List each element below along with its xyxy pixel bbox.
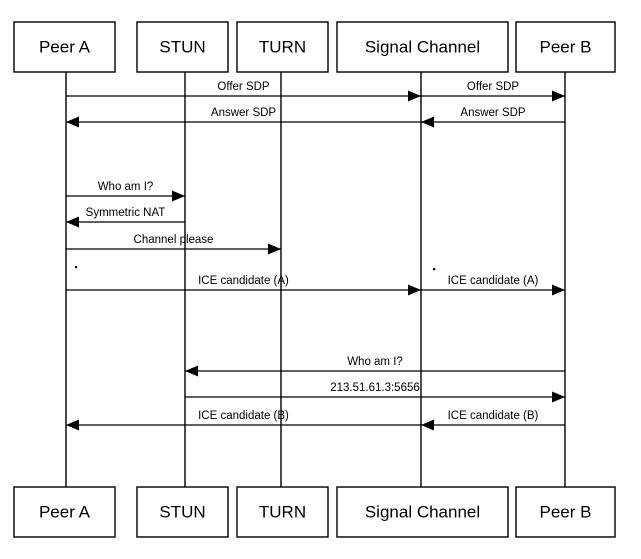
participant-box-turn[interactable]: [236, 21, 329, 73]
message-arrowhead-m6: [66, 216, 79, 228]
participant-box-peer-b[interactable]: [515, 486, 616, 538]
participant-label-peer-b: Peer B: [540, 502, 592, 521]
message-arrowhead-m13: [421, 419, 434, 431]
participant-header-peer-a[interactable]: Peer A: [13, 21, 116, 73]
participant-label-turn: TURN: [259, 502, 306, 521]
message-m3: Answer SDP: [66, 107, 421, 128]
message-m10: Who am I?: [185, 356, 565, 377]
message-arrowhead-m5: [172, 190, 185, 202]
message-m6: Symmetric NAT: [66, 207, 185, 228]
participant-label-turn: TURN: [259, 37, 306, 56]
message-arrowhead-m9: [552, 284, 565, 296]
message-arrowhead-m2: [552, 90, 565, 102]
message-m7: Channel please: [66, 234, 281, 255]
message-m11: 213.51.61.3:5656: [185, 382, 565, 403]
message-arrowhead-m1: [408, 90, 421, 102]
message-m1: Offer SDP: [66, 81, 421, 102]
message-label-m12: ICE candidate (B): [198, 410, 289, 422]
participant-footer-signal-channel[interactable]: Signal Channel: [336, 486, 509, 538]
participant-label-stun: STUN: [159, 502, 205, 521]
message-label-m11: 213.51.61.3:5656: [330, 382, 420, 394]
message-label-m7: Channel please: [134, 234, 214, 246]
message-label-m1: Offer SDP: [217, 81, 270, 93]
message-label-m13: ICE candidate (B): [448, 410, 539, 422]
participant-footer-peer-b[interactable]: Peer B: [515, 486, 616, 538]
message-label-m9: ICE candidate (A): [448, 275, 539, 287]
message-arrowhead-m7: [268, 243, 281, 255]
participant-header-turn[interactable]: TURN: [236, 21, 329, 73]
message-label-m5: Who am I?: [98, 181, 154, 193]
message-m4: Answer SDP: [421, 107, 565, 128]
message-arrowhead-m3: [66, 116, 79, 128]
lifelines-group: [65, 72, 566, 487]
participant-box-stun[interactable]: [136, 486, 229, 538]
stray-marks-group: [75, 266, 436, 271]
participant-header-stun[interactable]: STUN: [136, 21, 229, 73]
message-arrowhead-m11: [552, 391, 565, 403]
participant-label-peer-a: Peer A: [39, 37, 91, 56]
message-label-m8: ICE candidate (A): [198, 275, 289, 287]
participant-header-peer-b[interactable]: Peer B: [515, 21, 616, 73]
participant-box-peer-b[interactable]: [515, 21, 616, 73]
message-m8: ICE candidate (A): [66, 275, 421, 296]
participant-box-turn[interactable]: [236, 486, 329, 538]
participant-label-signal-channel: Signal Channel: [365, 502, 480, 521]
participant-box-peer-a[interactable]: [13, 21, 116, 73]
participant-box-signal-channel[interactable]: [336, 21, 509, 73]
messages-group: Offer SDP Offer SDP Answer SDP Answer SDP Wh…: [66, 81, 565, 431]
participant-footers-group: Peer A STUN TURN Signal Channel Peer B: [13, 486, 616, 538]
stray-dot-2: [433, 268, 436, 271]
message-m2: Offer SDP: [421, 81, 565, 102]
participant-label-peer-a: Peer A: [39, 502, 91, 521]
message-arrowhead-m8: [408, 284, 421, 296]
message-label-m10: Who am I?: [347, 356, 403, 368]
participant-headers-group: Peer A STUN TURN Signal Channel Peer B: [13, 21, 616, 73]
message-m9: ICE candidate (A): [421, 275, 565, 296]
message-label-m2: Offer SDP: [467, 81, 520, 93]
message-m12: ICE candidate (B): [66, 410, 421, 431]
participant-box-signal-channel[interactable]: [336, 486, 509, 538]
message-label-m4: Answer SDP: [460, 107, 526, 119]
message-label-m3: Answer SDP: [211, 107, 277, 119]
message-label-m6: Symmetric NAT: [86, 207, 166, 219]
message-arrowhead-m4: [421, 116, 434, 128]
participant-footer-turn[interactable]: TURN: [236, 486, 329, 538]
stray-dot-1: [75, 266, 78, 269]
participant-header-signal-channel[interactable]: Signal Channel: [336, 21, 509, 73]
message-arrowhead-m12: [66, 419, 79, 431]
participant-label-stun: STUN: [159, 37, 205, 56]
message-arrowhead-m10: [185, 365, 198, 377]
participant-footer-stun[interactable]: STUN: [136, 486, 229, 538]
participant-box-stun[interactable]: [136, 21, 229, 73]
participant-footer-peer-a[interactable]: Peer A: [13, 486, 116, 538]
message-m5: Who am I?: [66, 181, 185, 202]
participant-label-peer-b: Peer B: [540, 37, 592, 56]
participant-label-signal-channel: Signal Channel: [365, 37, 480, 56]
participant-box-peer-a[interactable]: [13, 486, 116, 538]
message-m13: ICE candidate (B): [421, 410, 565, 431]
